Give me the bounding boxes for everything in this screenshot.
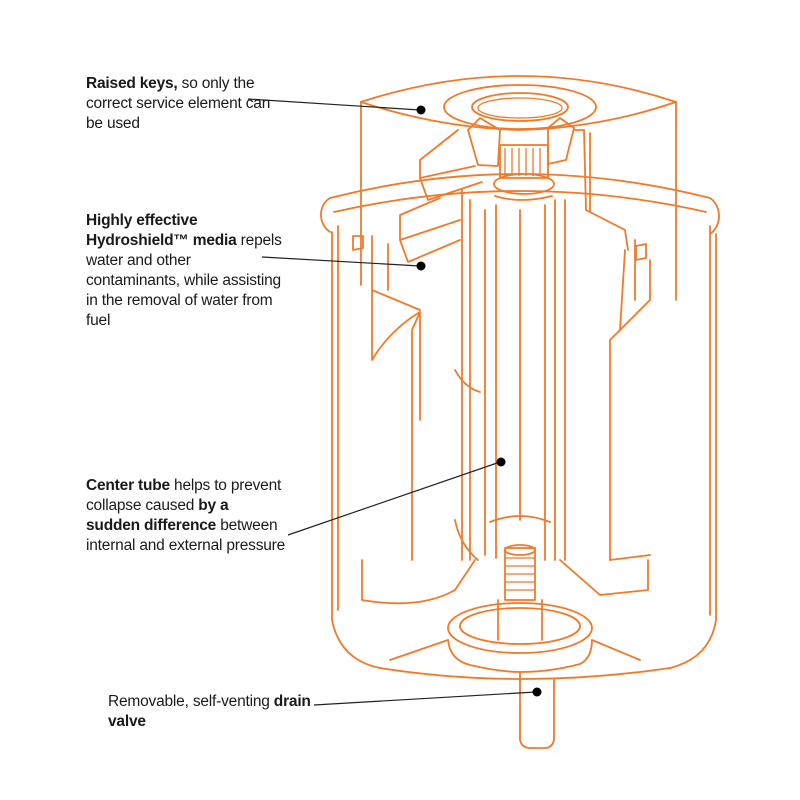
drain-valve <box>361 544 651 749</box>
callout-raised-keys-bold: Raised keys, <box>86 75 178 92</box>
leader-raised-keys <box>247 98 421 111</box>
callout-center-tube-text-1: helps to prevent collapse caused <box>86 477 282 514</box>
callout-drain-valve-bold: drain valve <box>108 693 311 730</box>
callout-drain-valve: Removable, self-venting drain valve <box>108 692 328 732</box>
callout-hydroshield-media: Highly effective Hydroshield™ media repe… <box>86 211 286 331</box>
center-tube <box>454 189 566 561</box>
callout-center-tube: Center tube helps to prevent collapse ca… <box>86 476 286 556</box>
callout-center-tube-text-2: between internal and external pressure <box>86 517 286 554</box>
callout-drain-valve-text: Removable, self-venting <box>108 693 274 710</box>
leader-dot-raised-keys <box>416 105 426 115</box>
leader-dot-hydroshield <box>416 261 426 271</box>
hydroshield-media <box>371 239 651 561</box>
leader-lines <box>247 98 542 706</box>
callout-raised-keys: Raised keys, so only the correct service… <box>86 74 286 134</box>
raised-keys <box>371 117 629 311</box>
callout-center-tube-bold-1: Center tube <box>86 477 170 494</box>
callout-raised-keys-text: so only the correct service element can … <box>86 75 271 132</box>
leader-drain-valve <box>313 691 537 706</box>
callout-hydroshield-bold: Highly effective Hydroshield™ media <box>86 212 237 249</box>
element-cap <box>360 75 677 301</box>
callout-center-tube-bold-2: by a sudden difference <box>86 497 229 534</box>
filter-housing <box>320 173 720 680</box>
leader-dot-center-tube <box>496 457 506 467</box>
leader-hydroshield <box>261 256 421 267</box>
leader-center-tube <box>287 461 501 536</box>
callout-hydroshield-text: repels water and other contaminants, whi… <box>86 232 282 329</box>
leader-dot-drain-valve <box>532 687 542 697</box>
